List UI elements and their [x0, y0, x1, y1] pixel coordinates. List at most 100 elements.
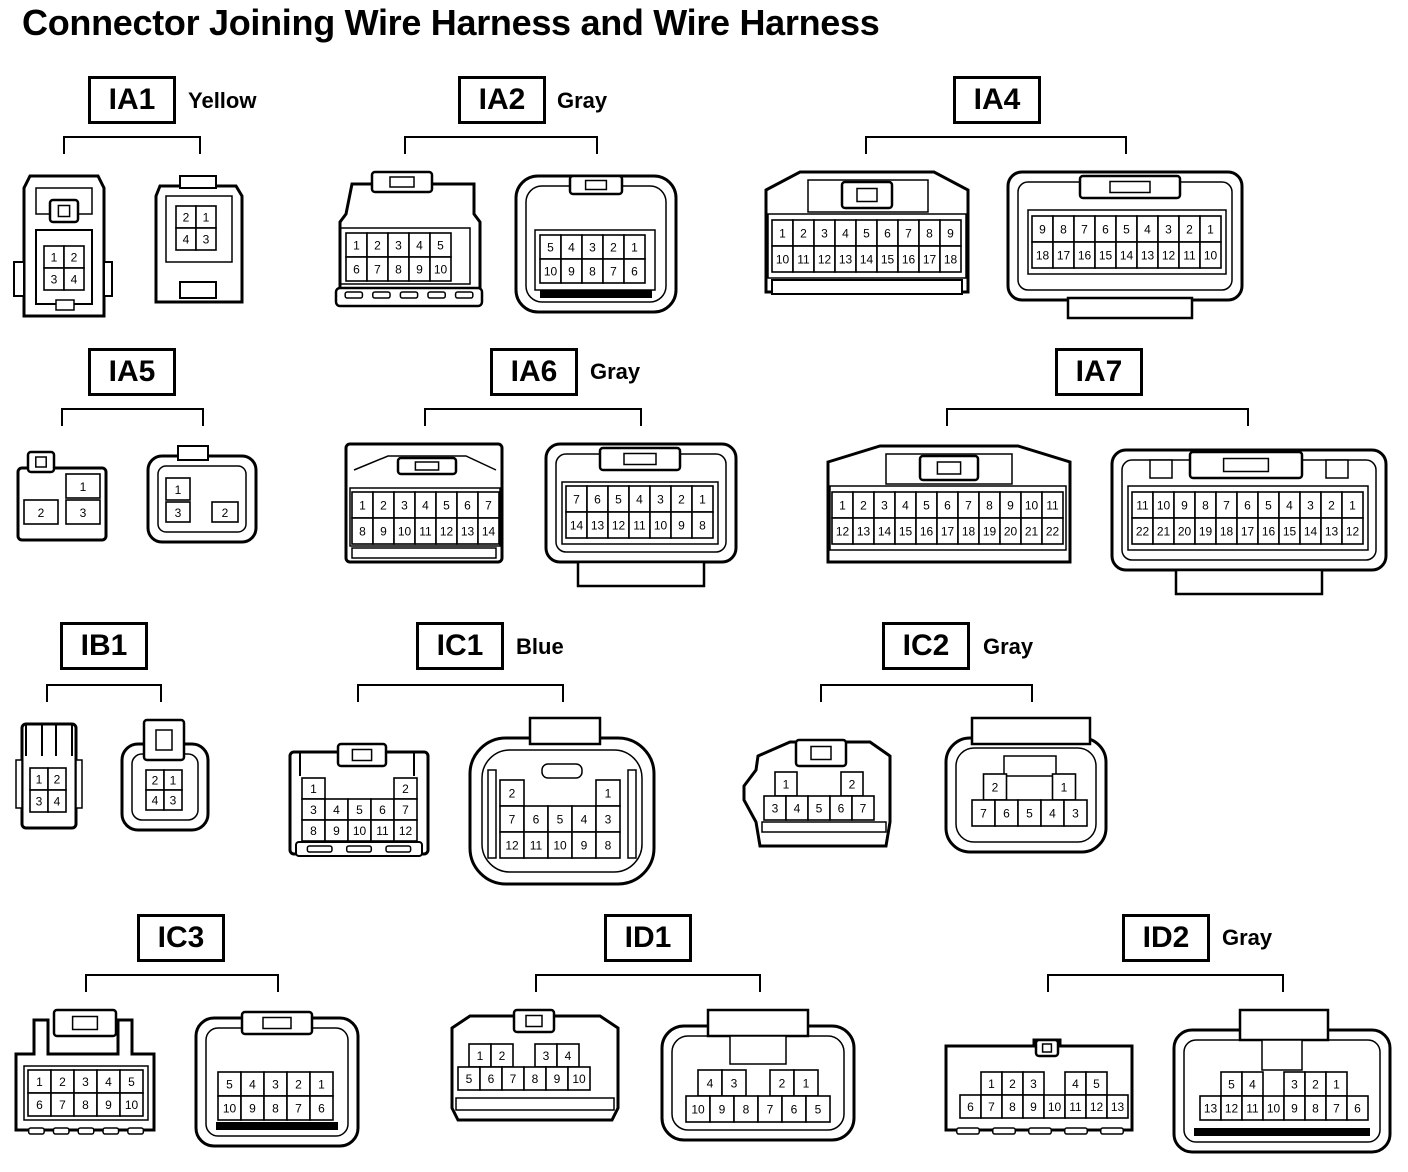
bracket-ic1 [357, 684, 564, 702]
pin-cell [595, 779, 621, 807]
pin-number: 15 [899, 525, 913, 539]
pin-number: 6 [318, 1102, 325, 1116]
pin-number: 6 [791, 1103, 798, 1117]
pin-number: 9 [719, 1103, 726, 1117]
pin-number: 1 [51, 251, 58, 265]
pin-number: 5 [437, 239, 444, 253]
pin-number: 2 [800, 227, 807, 241]
pin-number: 2 [849, 778, 856, 792]
pin-number: 13 [461, 525, 475, 539]
pin-number: 5 [443, 499, 450, 513]
pin-number: 9 [1030, 1100, 1037, 1114]
pin-cell [571, 831, 597, 859]
connector-label-ia6: IA6 [490, 348, 578, 396]
pin-cell [163, 789, 183, 811]
pin-number: 9 [947, 227, 954, 241]
pin-number: 1 [803, 1077, 810, 1091]
pin-number: 7 [295, 1102, 302, 1116]
pin-number: 4 [636, 493, 643, 507]
pin-number: 6 [1003, 807, 1010, 821]
pin-number: 16 [920, 525, 934, 539]
pin-number: 8 [310, 824, 317, 838]
connector-color-ia6: Gray [590, 359, 641, 384]
pin-number: 12 [612, 519, 626, 533]
connector-label-ib1: IB1 [60, 622, 148, 670]
pin-number: 18 [944, 253, 958, 267]
pin-cell [195, 227, 217, 251]
pin-number: 4 [902, 499, 909, 513]
pin-number: 6 [36, 1098, 43, 1112]
pin-number: 12 [505, 839, 519, 853]
pin-number: 17 [941, 525, 955, 539]
pin-number: 7 [860, 802, 867, 816]
pin-number: 9 [581, 839, 588, 853]
pin-number: 4 [565, 1049, 572, 1063]
pin-number: 3 [1291, 1078, 1298, 1092]
pin-number: 3 [589, 241, 596, 255]
pin-number: 1 [318, 1078, 325, 1092]
pin-cell [1063, 799, 1088, 827]
pin-number: 4 [183, 233, 190, 247]
pin-number: 7 [905, 227, 912, 241]
pin-number: 6 [594, 493, 601, 507]
pin-number: 1 [779, 227, 786, 241]
pin-number: 1 [1061, 781, 1068, 795]
pin-number: 5 [923, 499, 930, 513]
pin-cell [1341, 517, 1364, 545]
pin-number: 10 [434, 263, 448, 277]
pin-number: 7 [988, 1100, 995, 1114]
pin-number: 17 [1057, 249, 1071, 263]
pin-cell [1106, 1094, 1129, 1119]
pin-number: 11 [1136, 499, 1149, 513]
pin-number: 3 [395, 239, 402, 253]
pin-number: 11 [1069, 1100, 1082, 1114]
pin-number: 8 [359, 525, 366, 539]
pin-number: 1 [353, 239, 360, 253]
pin-number: 8 [1312, 1102, 1319, 1116]
pin-number: 12 [1225, 1102, 1239, 1116]
pin-number: 16 [902, 253, 916, 267]
pin-number: 4 [794, 802, 801, 816]
pin-number: 11 [633, 519, 646, 533]
pin-cell [1346, 1095, 1369, 1121]
pin-number: 1 [36, 773, 43, 787]
pin-number: 7 [1333, 1102, 1340, 1116]
pin-number: 3 [821, 227, 828, 241]
pin-number: 5 [128, 1075, 135, 1089]
svg-text:2: 2 [222, 506, 229, 520]
pin-cell [595, 831, 621, 859]
pin-number: 3 [36, 795, 43, 809]
pin-number: 11 [797, 253, 810, 267]
pin-cell [119, 1092, 144, 1117]
pin-number: 6 [967, 1100, 974, 1114]
pin-number: 10 [398, 525, 412, 539]
pin-number: 7 [965, 499, 972, 513]
pin-number: 5 [226, 1078, 233, 1092]
pin-cell [623, 258, 646, 284]
pin-number: 3 [51, 273, 58, 287]
pin-number: 1 [359, 499, 366, 513]
pin-number: 3 [1072, 807, 1079, 821]
pin-number: 22 [1136, 525, 1150, 539]
pin-number: 21 [1025, 525, 1039, 539]
pin-cell [757, 1095, 783, 1123]
pin-number: 5 [356, 803, 363, 817]
bracket-ib1 [46, 684, 162, 702]
pin-number: 10 [544, 265, 558, 279]
pin-number: 4 [416, 239, 423, 253]
pin-number: 8 [605, 839, 612, 853]
pin-number: 15 [881, 253, 895, 267]
connector-label-id1: ID1 [604, 914, 692, 962]
pin-number: 19 [983, 525, 997, 539]
pin-number: 18 [1036, 249, 1050, 263]
pin-number: 4 [152, 794, 159, 808]
pin-number: 1 [783, 778, 790, 792]
pin-number: 6 [1244, 499, 1251, 513]
pin-number: 10 [691, 1103, 705, 1117]
